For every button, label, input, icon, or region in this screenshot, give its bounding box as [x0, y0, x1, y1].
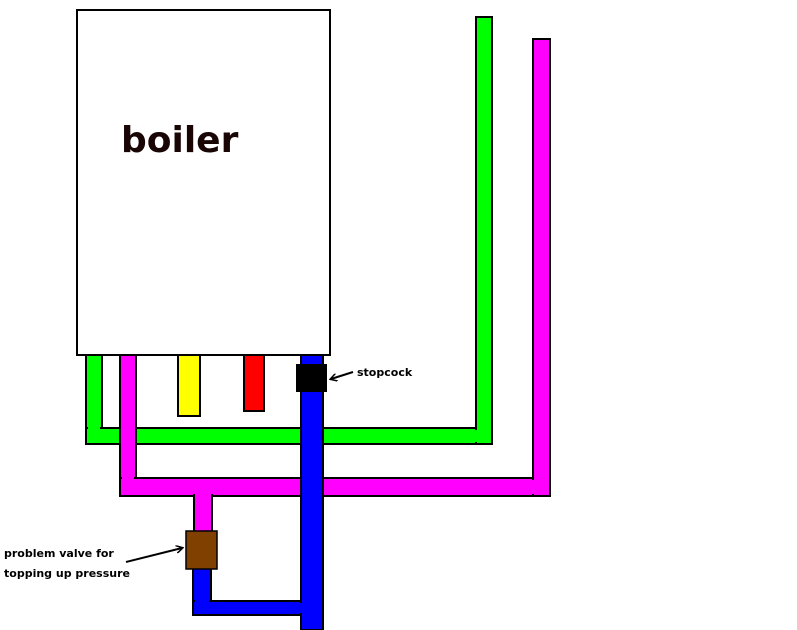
boiler: boiler: [76, 9, 331, 356]
problem-valve-label-line1: problem valve for: [4, 547, 114, 560]
problem-valve-label-line2: topping up pressure: [4, 567, 130, 580]
stopcock-arrow: [331, 371, 354, 379]
boiler-body: [76, 9, 331, 356]
stopcock: [296, 364, 327, 392]
stopcock-label: stopcock: [357, 366, 413, 379]
boiler-label: boiler: [121, 120, 239, 161]
blue-pipe: [192, 353, 324, 630]
red-pipe: [243, 353, 265, 412]
magenta-pipe: [119, 38, 551, 536]
yellow-pipe: [177, 353, 201, 417]
problem-valve: [185, 530, 218, 570]
green-pipe: [85, 16, 493, 445]
problem-valve-arrow: [125, 548, 182, 563]
